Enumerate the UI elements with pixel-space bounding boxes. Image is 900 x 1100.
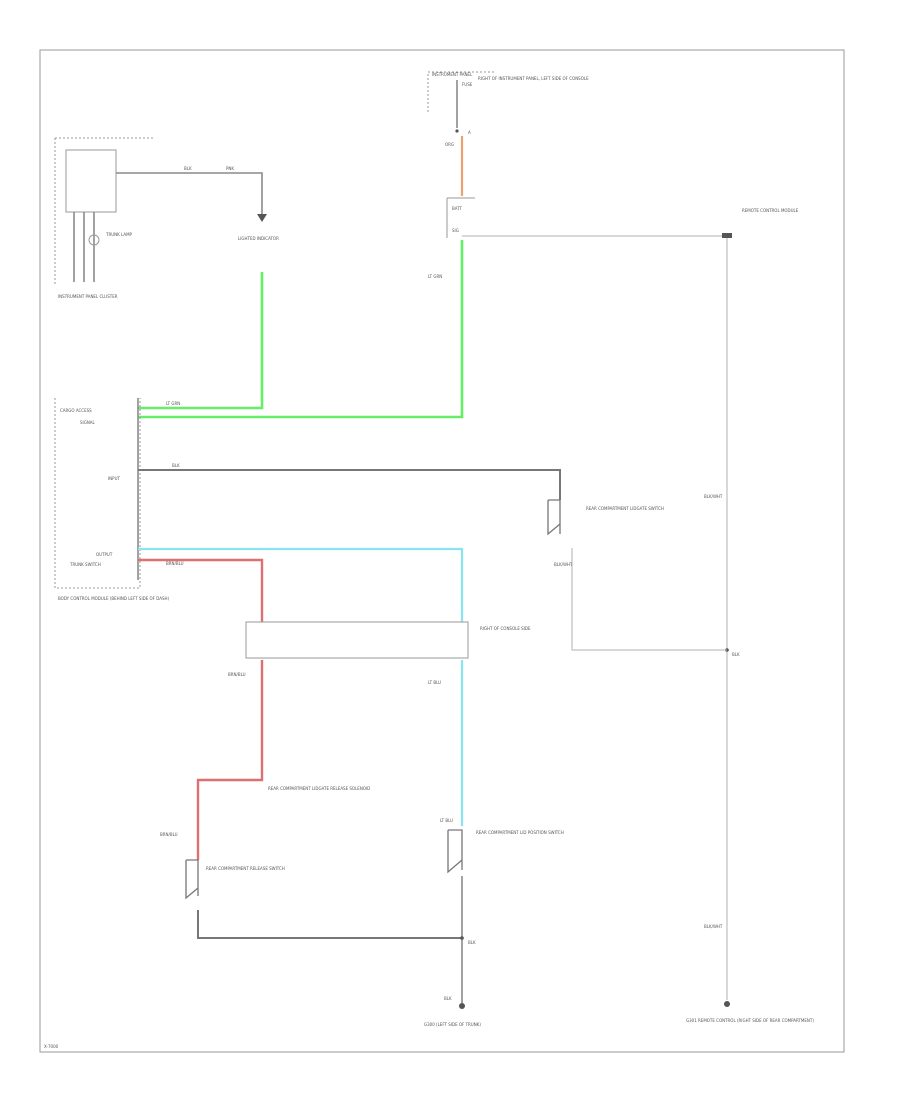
red-wire-lower xyxy=(196,660,264,860)
ipc-output-wire xyxy=(116,172,263,215)
red-wire-upper xyxy=(138,558,264,622)
blk-wht-right-2: BLK/WHT xyxy=(704,924,723,929)
brn-blu-label-1: BRN/BLU xyxy=(166,561,184,566)
bcm-trunk-label: CARGO ACCESS xyxy=(60,408,92,413)
ipc-wire-label-2: PNK xyxy=(226,166,234,171)
rear-compartment-switch: REAR COMPARTMENT LIDGATE SWITCH BLK/WHT xyxy=(547,499,664,567)
bcm-input-wire xyxy=(138,469,561,500)
green-wire-ipc xyxy=(138,272,264,410)
cyan-wire xyxy=(138,547,464,622)
blk-right-label: BLK xyxy=(732,652,740,657)
ipc-label: INSTRUMENT PANEL CLUSTER xyxy=(58,294,118,299)
lt-grn-label-1: LT GRN xyxy=(428,274,442,279)
ipc-wire-label: BLK xyxy=(184,166,192,171)
wire-sig-label: SIG xyxy=(452,228,459,233)
blk-center-label: BLK xyxy=(468,940,476,945)
lt-grn-label-2: LT GRN xyxy=(166,401,180,406)
remote-module-label: REMOTE CONTROL MODULE xyxy=(742,208,799,213)
rear-release-label: REAR COMPARTMENT RELEASE SWITCH xyxy=(206,866,285,871)
connector-label: RIGHT OF CONSOLE SIDE xyxy=(480,626,531,631)
bcm-input-label: INPUT xyxy=(108,476,121,481)
fuse-wire-label: ORG xyxy=(445,142,454,147)
wire-batt-label: BATT xyxy=(452,206,463,211)
blk-wht-right-1: BLK/WHT xyxy=(704,494,723,499)
inline-connector: RIGHT OF CONSOLE SIDE xyxy=(245,621,531,659)
release-switch-ground xyxy=(197,910,462,939)
fuse-block: INSTRUMENT PANEL FUSE RIGHT OF INSTRUMEN… xyxy=(427,71,589,147)
ground-right-label: G301 REMOTE CONTROL (RIGHT SIDE OF REAR … xyxy=(686,1018,814,1023)
fuse-pin: A xyxy=(468,130,471,135)
rear-lid-label: REAR COMPARTMENT LID POSITION SWITCH xyxy=(476,830,564,835)
bcm-output-label: OUTPUT xyxy=(96,552,113,557)
rear-switch-label: REAR COMPARTMENT LIDGATE SWITCH xyxy=(586,506,664,511)
ipc-bulb-label: TRUNK LAMP xyxy=(105,232,133,237)
ground-left-label: G300 (LEFT SIDE OF TRUNK) xyxy=(424,1022,481,1027)
blk-ground-label: BLK xyxy=(444,996,452,1001)
lt-blu-label-1: LT BLU xyxy=(428,680,441,685)
rear-switch-ground-wire xyxy=(571,548,727,651)
diagram-frame xyxy=(39,49,845,1053)
indicator-label: LIGHTED INDICATOR xyxy=(238,236,279,241)
fuse-box-title: INSTRUMENT PANEL xyxy=(432,72,473,77)
brn-blu-label-2: BRN/BLU xyxy=(228,672,246,677)
rear-release-switch: REAR COMPARTMENT RELEASE SWITCH xyxy=(185,859,285,900)
fuse-box-desc: RIGHT OF INSTRUMENT PANEL, LEFT SIDE OF … xyxy=(478,76,589,81)
body-control-module: CARGO ACCESS SIGNAL INPUT OUTPUT TRUNK S… xyxy=(54,398,170,601)
green-wire-remote xyxy=(138,240,464,419)
rear-release-sol-label: REAR COMPARTMENT LIDGATE RELEASE SOLENOI… xyxy=(268,786,370,791)
bcm-label: BODY CONTROL MODULE (BEHIND LEFT SIDE OF… xyxy=(58,596,170,601)
rear-switch-wire: BLK/WHT xyxy=(554,562,573,567)
instrument-panel-cluster: TRUNK LAMP INSTRUMENT PANEL CLUSTER xyxy=(54,137,155,299)
remote-connector: BATT SIG LT GRN xyxy=(428,197,475,279)
rear-lid-switch: REAR COMPARTMENT LID POSITION SWITCH xyxy=(447,829,564,874)
page-code: X-7000 xyxy=(44,1044,59,1049)
blk-wire-label: BLK xyxy=(172,463,180,468)
lt-blu-label-2: LT BLU xyxy=(440,818,453,823)
bcm-signal-label: SIGNAL xyxy=(80,420,96,425)
brn-blu-label-3: BRN/BLU xyxy=(160,832,178,837)
bcm-trunk-sw-label: TRUNK SWITCH xyxy=(69,562,101,567)
fuse-box-fuse: FUSE xyxy=(462,82,473,87)
